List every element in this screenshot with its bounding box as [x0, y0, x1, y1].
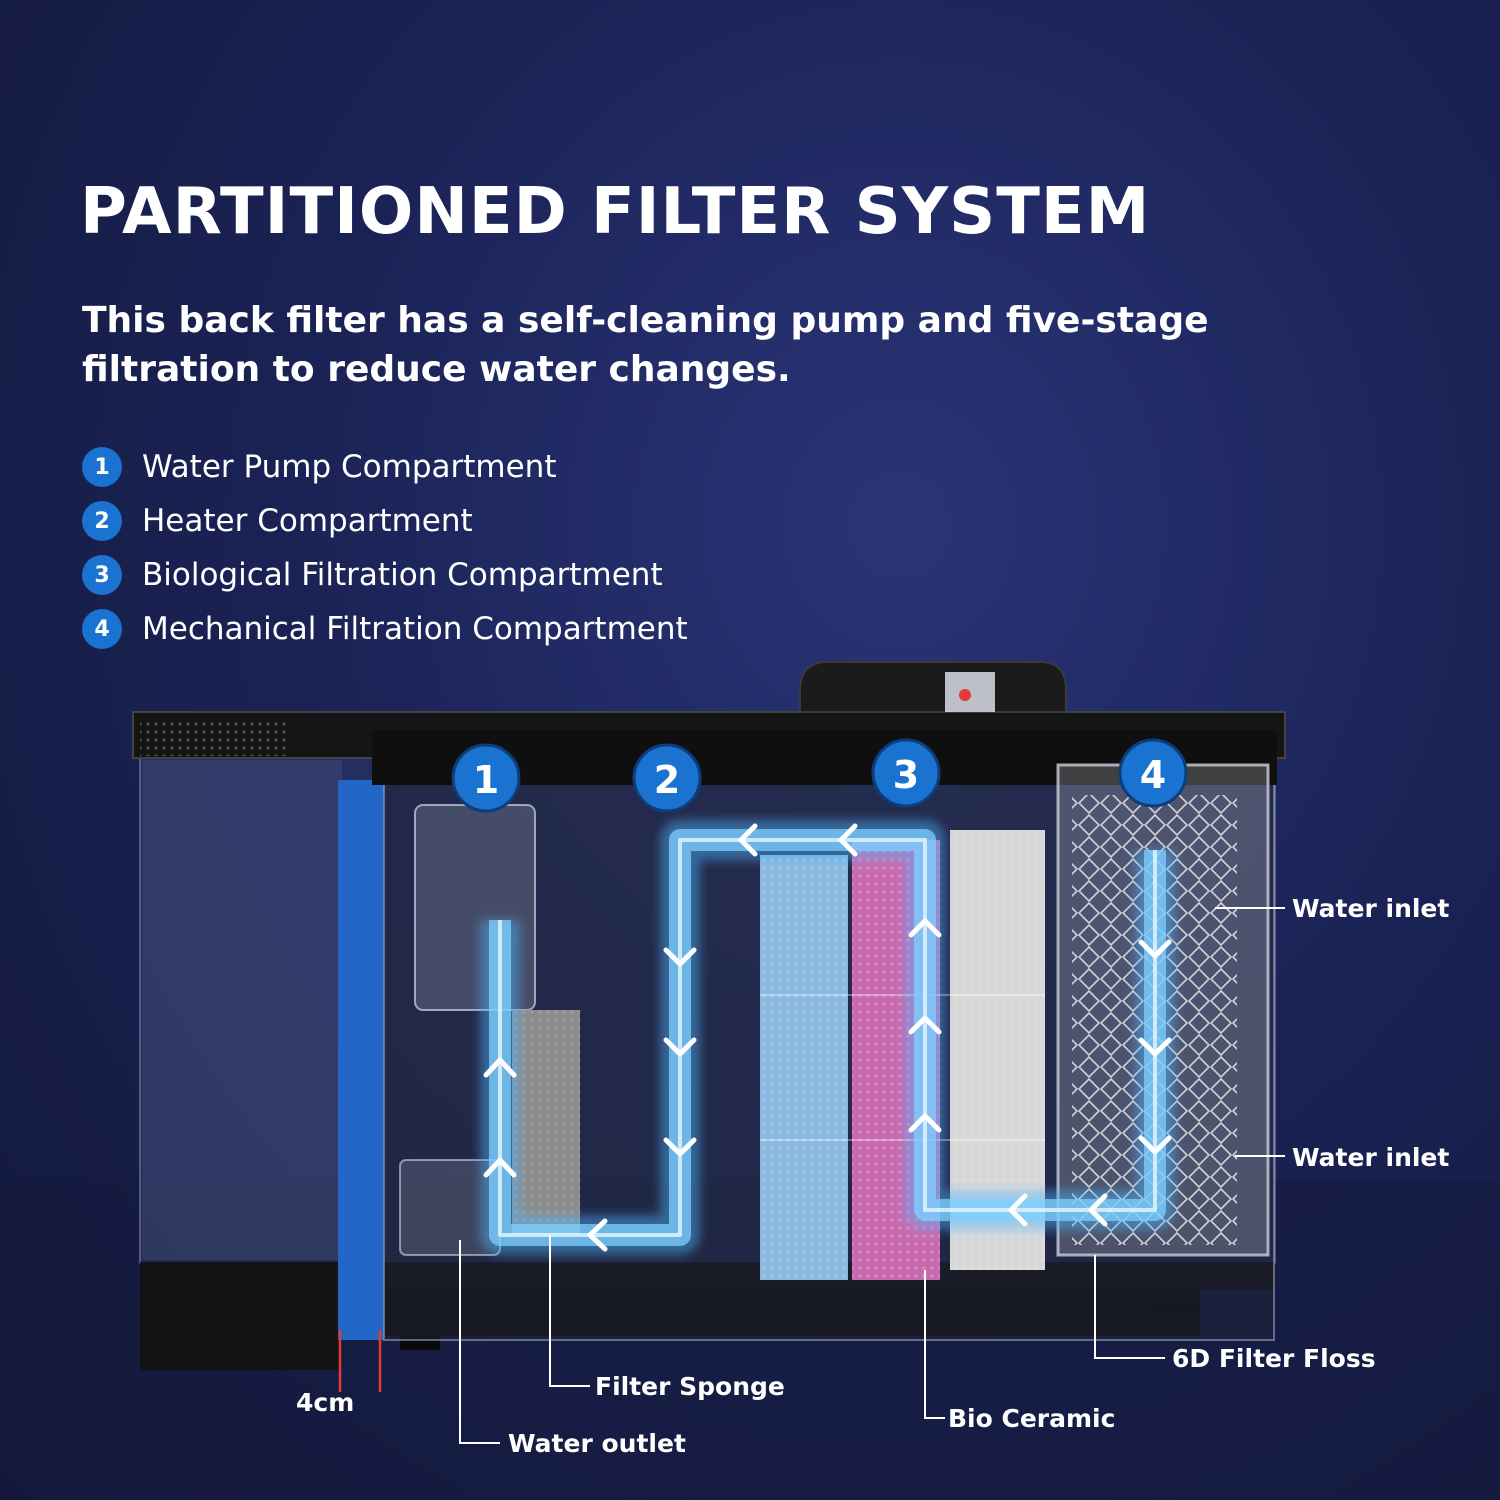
- leader-water-outlet: [459, 1240, 500, 1444]
- legend-item-biological: 3 Biological Filtration Compartment: [82, 548, 688, 602]
- display-area: [142, 760, 342, 1260]
- compartment-badge-2: 2: [632, 743, 702, 813]
- callout-water-outlet: Water outlet: [508, 1429, 686, 1458]
- leader-bio-ceramic: [924, 1270, 945, 1419]
- callout-leaders: [459, 907, 1285, 1444]
- legend-label: Biological Filtration Compartment: [142, 557, 663, 593]
- leader-filter-sponge: [549, 1235, 590, 1387]
- callout-filter-floss: 6D Filter Floss: [1172, 1344, 1376, 1373]
- page-title: PARTITIONED FILTER SYSTEM: [80, 175, 1151, 249]
- pump-indicator-icon: [959, 689, 971, 701]
- flow-arrow-icon: [483, 823, 1172, 1252]
- width-marker: [338, 1330, 382, 1392]
- callout-water-inlet-bottom: Water inlet: [1292, 1143, 1450, 1172]
- numbered-circle-icon: 2: [82, 501, 122, 541]
- legend-item-heater: 2 Heater Compartment: [82, 494, 688, 548]
- lid-vent: [140, 720, 290, 756]
- callout-width: 4cm: [296, 1388, 355, 1417]
- legend-item-pump: 1 Water Pump Compartment: [82, 440, 688, 494]
- water-flow-core: [498, 838, 1157, 1237]
- legend-label: Mechanical Filtration Compartment: [142, 611, 688, 647]
- page-subtitle: This back filter has a self-cleaning pum…: [82, 300, 1209, 390]
- numbered-circle-icon: 4: [82, 609, 122, 649]
- compartment-badge-4: 4: [1118, 738, 1188, 808]
- numbered-circle-icon: 3: [82, 555, 122, 595]
- badge-number: 1: [473, 758, 499, 802]
- blue-side-panel: [338, 780, 384, 1340]
- legend-label: Heater Compartment: [142, 503, 473, 539]
- legend-item-mechanical: 4 Mechanical Filtration Compartment: [82, 602, 688, 656]
- compartment-badge-1: 1: [451, 743, 521, 813]
- callout-bio-ceramic: Bio Ceramic: [948, 1404, 1116, 1433]
- legend-label: Water Pump Compartment: [142, 449, 557, 485]
- badge-number: 3: [893, 753, 919, 797]
- bio-media-blue-texture: [760, 855, 848, 1280]
- numbered-circle-icon: 1: [82, 447, 122, 487]
- compartment-badge-3: 3: [871, 738, 941, 808]
- filter-sponge-texture: [512, 1010, 580, 1235]
- badge-number: 2: [654, 758, 680, 802]
- badge-number: 4: [1140, 753, 1166, 797]
- leader-filter-floss: [1094, 1255, 1165, 1359]
- pump-housing: [799, 661, 1067, 713]
- compartment-legend: 1 Water Pump Compartment 2 Heater Compar…: [82, 440, 688, 656]
- callout-filter-sponge: Filter Sponge: [595, 1372, 785, 1401]
- callout-water-inlet-top: Water inlet: [1292, 894, 1450, 923]
